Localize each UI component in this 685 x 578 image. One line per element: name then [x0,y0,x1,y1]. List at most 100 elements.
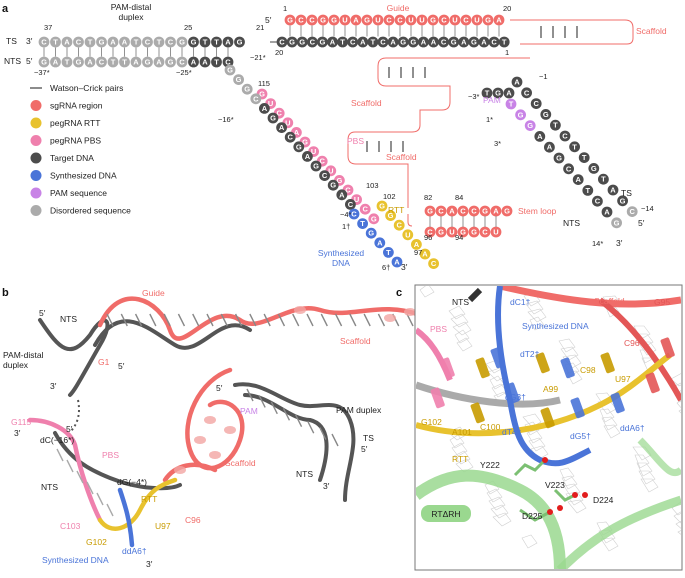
svg-text:G: G [364,16,370,25]
disordered-dots-b [69,399,80,433]
b-c103: C103 [60,521,81,531]
svg-text:A: A [449,207,455,216]
guide-nt: C [394,14,406,26]
nts-distal-nt: G [73,56,84,68]
ts-distal-nt: T [50,36,61,48]
svg-text:T: T [340,38,345,47]
svg-text:T: T [134,38,139,47]
b-3prime-pam: 3′ [323,481,330,491]
svg-text:C: C [76,38,82,47]
target-diag-nt: G [233,74,245,85]
svg-text:T: T [586,186,591,195]
num-82: 82 [424,193,432,202]
svg-text:A: A [339,190,345,199]
ts-nt: A [418,36,429,48]
ts-distal-nt: G [176,36,188,48]
svg-text:Synthesized DNA: Synthesized DNA [50,171,117,181]
nts-distal-nt: G [142,56,153,68]
svg-text:A: A [537,132,543,141]
svg-text:C: C [524,88,530,97]
guide-nt: U [416,14,428,26]
scaffold-label-a2: Scaffold [351,98,382,108]
panel-c-content [416,286,681,569]
svg-text:T: T [386,248,391,257]
ts-distal-nt: A [107,36,119,48]
c-d225: D225 [522,511,543,521]
svg-text:U: U [354,195,359,204]
svg-text:U: U [285,118,290,127]
guide-nt: G [328,14,340,26]
ts-diag-nt: A [607,184,619,196]
ts-diag-nt: C [521,87,532,99]
svg-text:U: U [268,99,273,108]
svg-text:G: G [451,38,457,47]
svg-text:A: A [64,38,70,47]
pam-label-a: PAM [483,95,501,105]
ts-3prime: 3′ [26,36,33,46]
ts-distal-nt: A [222,36,234,48]
svg-text:T: T [122,58,127,67]
num-94: 94 [455,233,463,242]
svg-text:C: C [253,94,259,103]
num-m1: −1 [539,72,548,81]
svg-text:A: A [575,175,581,184]
svg-text:A: A [377,238,383,247]
nts-distal-nt: T [61,56,73,68]
pbs-label-a: PBS [347,136,364,146]
nts-distal-nt: A [153,56,165,68]
legend-item: Disordered sequence [30,205,131,216]
svg-text:A: A [604,208,610,217]
guide-nt: A [350,14,362,26]
svg-text:G: G [410,38,416,47]
nts-diag-nt: C [592,195,603,207]
svg-text:G: G [313,162,319,171]
svg-text:G: G [287,16,293,25]
nts-label-a: NTS [4,56,21,66]
svg-text:C: C [41,38,47,47]
svg-text:A: A [225,38,231,47]
svg-text:C: C [629,207,635,216]
rtt-nt: G [376,200,388,212]
svg-text:C: C [279,38,285,47]
num-m37: −37* [34,68,50,77]
b-scaffold-mid: Scaffold [225,458,256,468]
b-3prime-synth: 3′ [146,559,153,569]
svg-text:T: T [214,38,219,47]
svg-text:C: C [225,58,231,67]
ts-nt: T [367,36,379,48]
svg-text:C: C [362,205,368,214]
synth-nt: G [365,227,377,239]
num-1d: 1† [342,222,350,231]
svg-text:C: C [460,207,466,216]
legend-item: Synthesized DNA [30,170,117,181]
svg-text:C: C [566,164,572,173]
nts-distal-nt: A [130,56,142,68]
scaffold-lines-a [347,19,634,227]
ts-diag-nt: G [588,163,600,174]
svg-text:C: C [482,228,488,237]
stem-top-nt: G [479,205,491,217]
ts-distal-nt: T [153,36,165,48]
svg-text:A: A [493,207,499,216]
svg-text:G: G [543,110,549,119]
svg-text:G: G [76,58,82,67]
svg-text:G: G [336,176,342,185]
num-20-top: 20 [503,4,511,13]
ts-diag-nt: T [569,141,580,153]
svg-text:Watson–Crick pairs: Watson–Crick pairs [50,83,123,93]
num-1s: 1* [486,115,493,124]
num-37: 37 [44,23,52,32]
b-dda6: ddA6† [122,546,147,556]
svg-text:A: A [191,58,197,67]
svg-text:Disordered sequence: Disordered sequence [50,206,131,216]
svg-text:G: G [296,142,302,151]
svg-text:C: C [345,186,351,195]
ts-distal-nt: T [84,36,96,48]
svg-text:C: C [471,207,477,216]
svg-text:C: C [397,16,403,25]
svg-text:U: U [449,228,454,237]
svg-text:pegRNA RTT: pegRNA RTT [50,118,100,128]
num-6d: 6† [382,263,390,272]
